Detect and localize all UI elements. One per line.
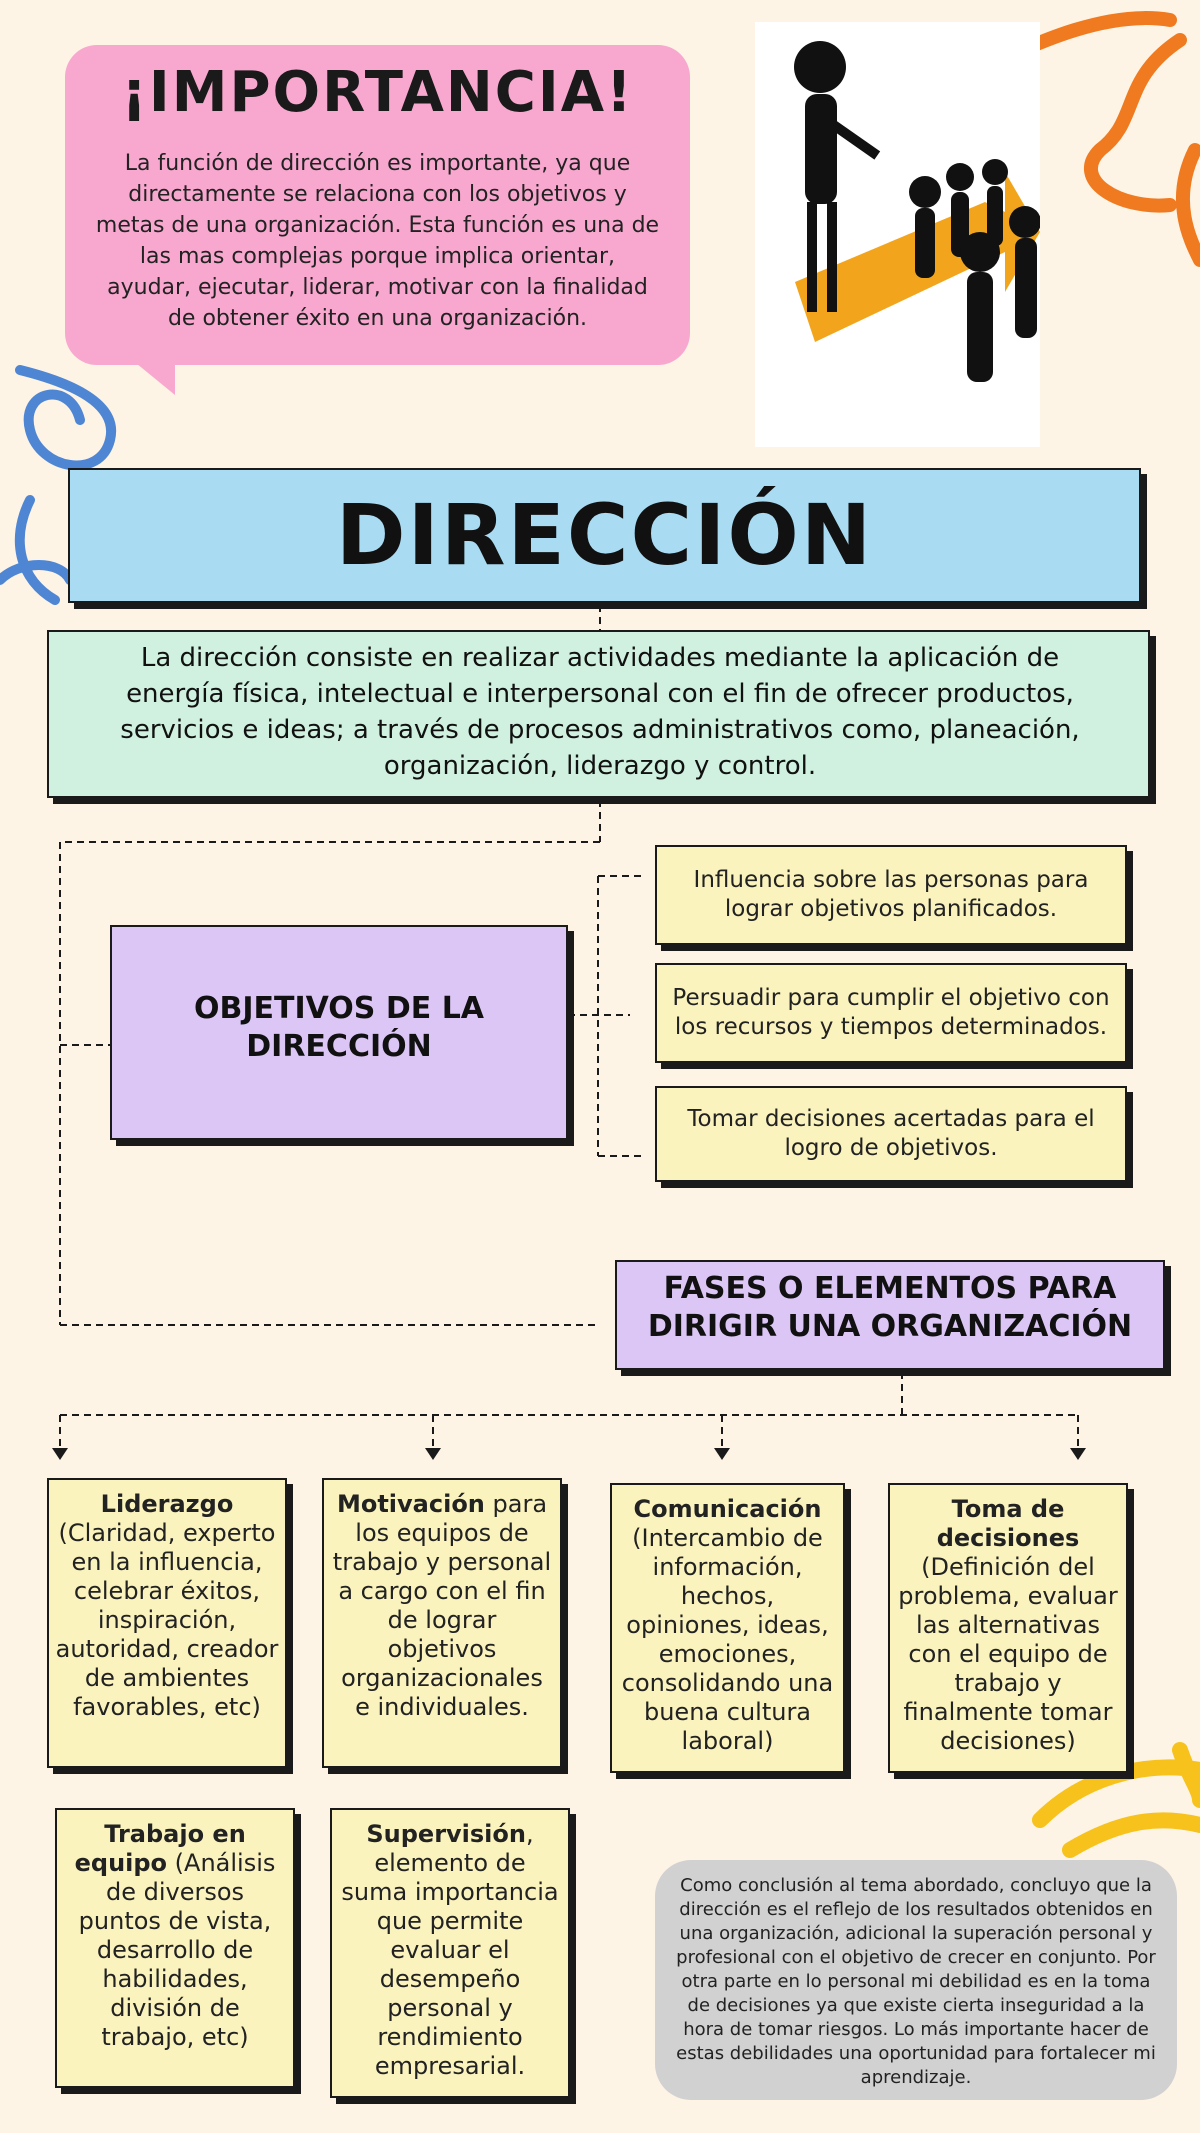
- bubble-tail: [120, 350, 175, 395]
- connector-lines: [59, 605, 1079, 1450]
- objective-item: Influencia sobre las personas para logra…: [655, 845, 1127, 945]
- phase-card-head: Supervisión: [366, 1820, 526, 1848]
- objective-item: Persuadir para cumplir el objetivo con l…: [655, 963, 1127, 1063]
- phase-card-body: (Intercambio de información, hechos, opi…: [621, 1524, 834, 1755]
- objectives-box: [110, 925, 568, 1140]
- importance-text: La función de dirección es importante, y…: [95, 151, 660, 331]
- objectives-title: OBJETIVOS DE LA DIRECCIÓN: [193, 991, 485, 1064]
- phase-card-motivacion: Motivación para los equipos de trabajo y…: [322, 1478, 562, 1768]
- objective-item-text: Influencia sobre las personas para logra…: [693, 867, 1089, 922]
- phase-card-body: (Definición del problema, evaluar las al…: [898, 1553, 1118, 1755]
- phase-card-toma-de-decisiones: Toma de decisiones (Definición del probl…: [888, 1483, 1128, 1773]
- objective-item: Tomar decisiones acertadas para el logro…: [655, 1086, 1127, 1182]
- phase-card-trabajo-en-equipo: Trabajo en equipo (Análisis de diversos …: [55, 1808, 295, 2088]
- phase-card-body: para los equipos de trabajo y personal a…: [332, 1490, 552, 1721]
- phase-card-body: (Análisis de diversos puntos de vista, d…: [78, 1849, 276, 2051]
- phase-card-head: Motivación: [336, 1490, 485, 1518]
- phase-card-comunicacion: Comunicación (Intercambio de información…: [610, 1483, 845, 1773]
- blue-squiggle: [0, 365, 117, 605]
- definition-box: [47, 630, 1150, 798]
- phase-card-head: Liderazgo: [100, 1490, 234, 1518]
- phase-card-supervision: Supervisión, elemento de suma importanci…: [330, 1808, 570, 2098]
- leader-figures-image: [794, 41, 1041, 382]
- importance-title: ¡IMPORTANCIA!: [121, 60, 634, 125]
- importance-bubble: [65, 45, 690, 365]
- phase-card-head: Toma de decisiones: [936, 1495, 1080, 1552]
- conclusion-text: Como conclusión al tema abordado, conclu…: [655, 1860, 1177, 2100]
- objective-item-text: Tomar decisiones acertadas para el logro…: [687, 1106, 1095, 1161]
- definition-text: La dirección consiste en realizar activi…: [120, 643, 1080, 781]
- phases-box: [615, 1260, 1165, 1370]
- phase-card-head: Comunicación: [633, 1495, 822, 1523]
- leadership-illustration: [755, 22, 1041, 447]
- phases-title: FASES O ELEMENTOS PARA DIRIGIR UNA ORGAN…: [647, 1271, 1133, 1344]
- phase-card-body: , elemento de suma importancia que permi…: [341, 1820, 559, 2080]
- page-title: DIRECCIÓN: [335, 486, 874, 584]
- phase-card-head: Trabajo en equipo: [74, 1820, 246, 1877]
- phase-card-liderazgo: Liderazgo (Claridad, experto en la influ…: [47, 1478, 287, 1768]
- objective-item-text: Persuadir para cumplir el objetivo con l…: [672, 985, 1110, 1040]
- phase-card-body: (Claridad, experto en la influencia, cel…: [55, 1519, 279, 1721]
- connector-arrowheads: [52, 1448, 1086, 1460]
- title-box: [68, 468, 1141, 603]
